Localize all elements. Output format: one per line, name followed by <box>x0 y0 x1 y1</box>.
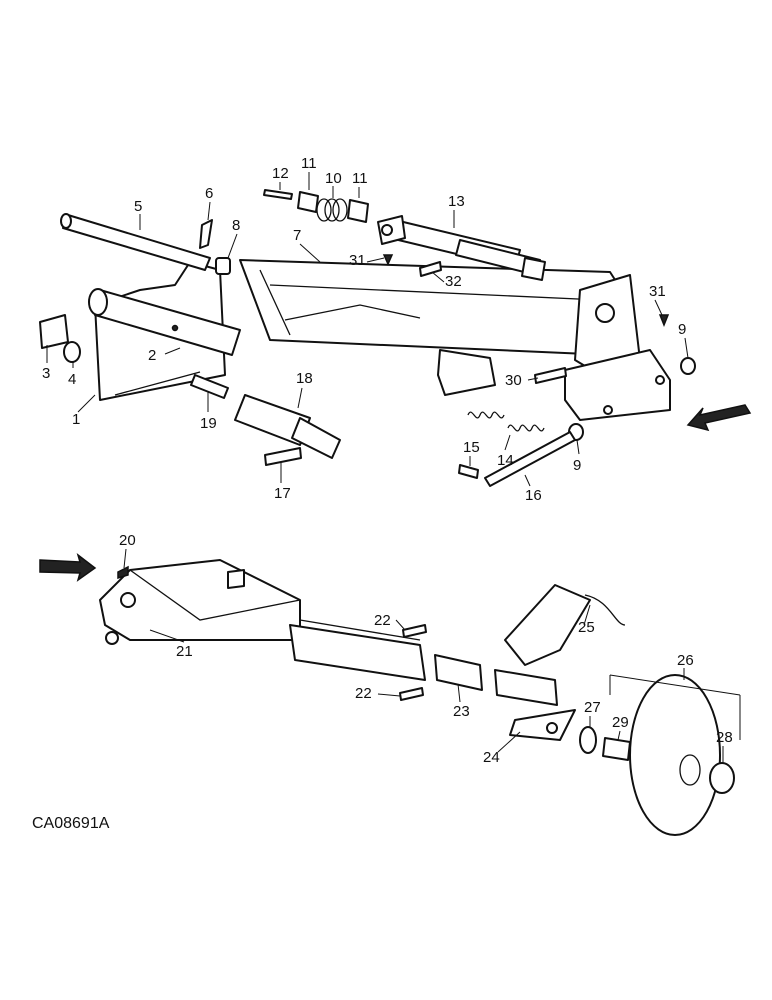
square-shank <box>289 619 426 681</box>
callout-12: 12 <box>272 165 289 182</box>
callout-19: 19 <box>200 415 217 432</box>
direction-arrow-right <box>686 404 752 432</box>
callout-6: 6 <box>205 185 213 202</box>
callout-26: 26 <box>677 652 694 669</box>
callout-28: 28 <box>716 729 733 746</box>
callout-11a: 11 <box>301 155 317 172</box>
callout-27: 27 <box>584 699 601 716</box>
hub-parts <box>579 726 631 761</box>
pin-hardware <box>39 219 696 441</box>
callout-32: 32 <box>445 273 462 290</box>
callout-1: 1 <box>72 411 80 428</box>
callout-15: 15 <box>463 439 480 456</box>
callout-13: 13 <box>448 193 465 210</box>
connector-blocks <box>399 624 483 701</box>
callout-9b: 9 <box>573 457 581 474</box>
callout-30: 30 <box>505 372 522 389</box>
callout-23: 23 <box>453 703 470 720</box>
disc-holder <box>494 669 576 741</box>
callout-3: 3 <box>42 365 50 382</box>
seal-kit <box>263 189 369 223</box>
callout-5: 5 <box>134 198 142 215</box>
callout-24: 24 <box>483 749 500 766</box>
callout-10: 10 <box>325 170 342 187</box>
callout-14: 14 <box>497 452 514 469</box>
hydraulic-cylinder <box>377 215 546 281</box>
scraper <box>504 584 626 666</box>
direction-arrow-left <box>39 553 97 582</box>
bolt-20 <box>117 565 129 580</box>
callout-31a: 31 <box>349 252 366 269</box>
callout-labels: 1 2 3 4 5 6 8 7 9 9 10 11 11 12 13 14 15… <box>42 155 733 766</box>
callout-22b: 22 <box>355 685 372 702</box>
callout-8: 8 <box>232 217 240 234</box>
spring-assembly <box>458 411 576 487</box>
callout-25: 25 <box>578 619 595 636</box>
tine-arm <box>99 559 301 645</box>
latch-block <box>437 349 496 396</box>
callout-11b: 11 <box>352 170 368 187</box>
cross-tube <box>60 213 211 271</box>
callout-21: 21 <box>176 643 193 660</box>
lower-cylinder <box>190 374 341 466</box>
callout-16: 16 <box>525 487 542 504</box>
callout-9a: 9 <box>678 321 686 338</box>
callout-18: 18 <box>296 370 313 387</box>
diagram-code: CA08691A <box>32 815 110 832</box>
callout-2: 2 <box>148 347 156 364</box>
right-mount-bracket <box>564 274 671 421</box>
callout-20: 20 <box>119 532 136 549</box>
callout-29: 29 <box>612 714 629 731</box>
leader-lines <box>46 172 724 764</box>
callout-22a: 22 <box>374 612 391 629</box>
callout-4: 4 <box>68 371 76 388</box>
disc-blade <box>609 674 741 836</box>
callout-7: 7 <box>293 227 301 244</box>
callout-17: 17 <box>274 485 291 502</box>
callout-31b: 31 <box>649 283 666 300</box>
pivot-tube <box>88 288 241 356</box>
